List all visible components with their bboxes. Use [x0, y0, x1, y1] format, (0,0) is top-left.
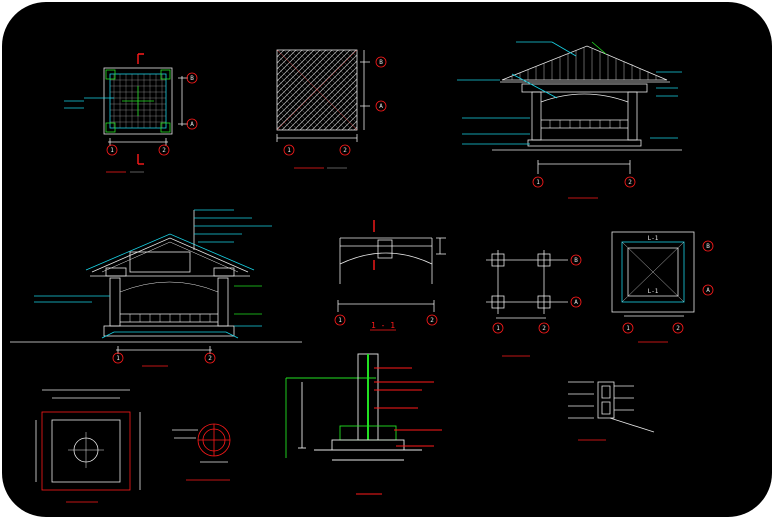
axis-label: A [379, 103, 383, 110]
side-section [10, 209, 302, 367]
footing-plan [35, 389, 141, 503]
axis-label: 1 [496, 325, 500, 332]
column-cross-section [172, 423, 231, 481]
axis-label: B [379, 59, 383, 66]
front-elevation [457, 41, 682, 199]
roof-tile-plan [276, 49, 387, 169]
beam-plan [611, 231, 714, 343]
axis-label: 2 [676, 325, 680, 332]
axis-label: 2 [162, 147, 166, 154]
axis-label: B [190, 75, 194, 82]
axis-label: 1 [110, 147, 114, 154]
axis-label: B [706, 243, 710, 250]
section-1-1-title: 1 - 1 [371, 321, 395, 330]
column-grid-plan [486, 250, 582, 357]
axis-label: A [190, 121, 194, 128]
axis-label: 1 [626, 325, 630, 332]
axis-label: 1 [536, 179, 540, 186]
axis-label: 1 [338, 317, 342, 324]
axis-label: A [706, 287, 710, 294]
top-plan-view [64, 53, 198, 173]
axis-label: 1 [287, 147, 291, 154]
axis-label: 2 [542, 325, 546, 332]
section-1-1 [334, 220, 446, 331]
axis-label: B [574, 257, 578, 264]
axis-label: 2 [430, 317, 434, 324]
beam-label-bottom: L-1 [648, 288, 659, 295]
axis-label: 2 [343, 147, 347, 154]
eave-detail [568, 381, 655, 441]
beam-label-top: L-1 [648, 235, 659, 242]
axis-label: 1 [116, 355, 120, 362]
axis-label: 2 [628, 179, 632, 186]
axis-label: 2 [208, 355, 212, 362]
foundation-detail [285, 353, 442, 495]
axis-label: A [574, 299, 578, 306]
